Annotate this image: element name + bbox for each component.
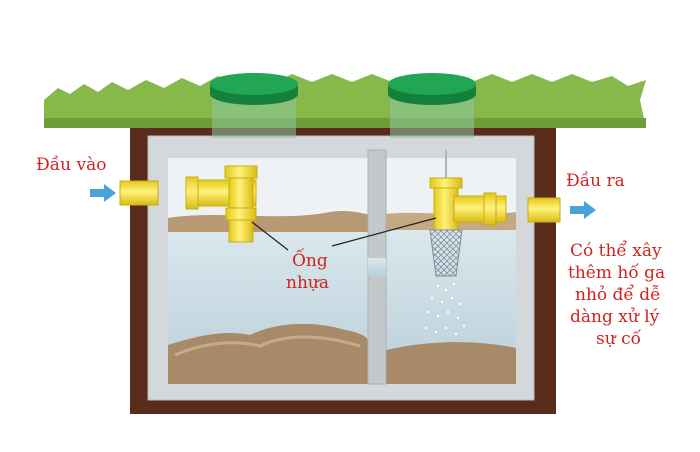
outlet-tee-horizontal — [453, 195, 507, 223]
manhole-lid-2-top — [388, 73, 476, 95]
sludge-chamber-2 — [386, 342, 516, 384]
partition-opening — [368, 258, 386, 276]
label-note-line-1: Có thể xây — [570, 241, 662, 261]
grass — [44, 74, 646, 128]
label-outlet: Đầu ra — [566, 171, 625, 191]
label-pipe-line-2: nhựa — [286, 273, 329, 293]
label-inlet: Đầu vào — [36, 155, 107, 175]
label-note-line-3: nhỏ để dễ — [575, 285, 661, 305]
inlet-pipe — [119, 180, 159, 206]
inlet-tee-collar — [185, 176, 199, 210]
inlet-tee-collar-low — [225, 207, 257, 221]
scum-layer-1 — [168, 211, 368, 232]
label-note-line-5: sự cố — [596, 329, 641, 349]
filter-mesh — [429, 229, 463, 277]
manhole-lid-1-top — [210, 73, 298, 95]
outlet-pipe — [527, 197, 561, 223]
outlet-arrow-icon — [570, 201, 596, 219]
leader-line-outlet — [331, 217, 437, 247]
grass-shadow — [44, 118, 646, 128]
inlet-tee-vertical — [228, 171, 254, 243]
label-note-line-2: thêm hố ga — [568, 263, 666, 283]
label-note-line-4: dàng xử lý — [570, 307, 660, 327]
leader-line-inlet — [251, 221, 289, 251]
sludge-top-1 — [174, 335, 361, 357]
label-pipe-line-1: Ống — [292, 251, 328, 271]
outlet-tee-collar — [483, 192, 497, 226]
outlet-tee-top-cap — [429, 177, 463, 189]
filter-spray — [424, 282, 466, 336]
inlet-arrow-icon — [90, 184, 116, 202]
inlet-tee-top-cap — [224, 165, 258, 179]
